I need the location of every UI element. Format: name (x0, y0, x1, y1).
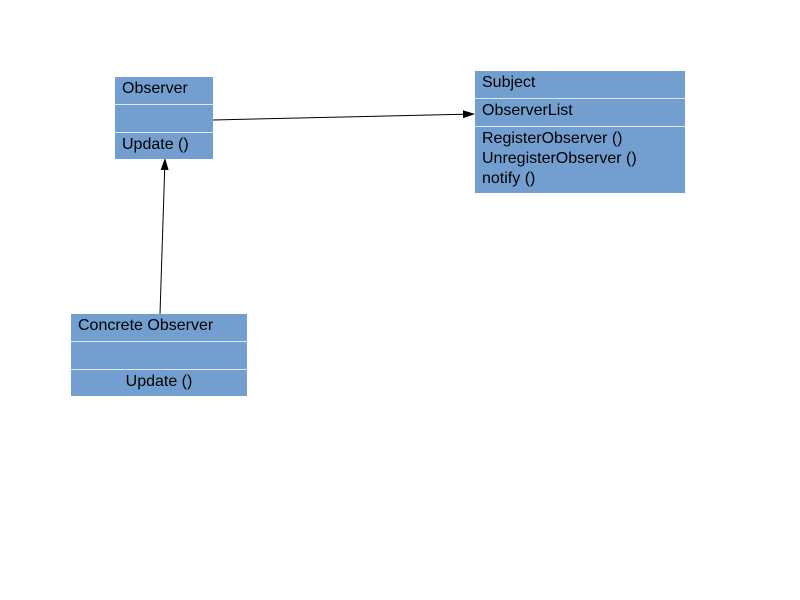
concrete-observer-operation-update: Update () (125, 373, 193, 390)
subject-operation-unregister: UnregisterObserver () (482, 150, 637, 167)
subject-class-name: Subject (482, 74, 536, 91)
subject-class-operations: RegisterObserver () UnregisterObserver (… (475, 126, 685, 193)
concrete-observer-class-name: Concrete Observer (78, 317, 214, 334)
observer-class-box[interactable]: Observer Update () (115, 77, 213, 159)
observer-class-operations: Update () (115, 132, 213, 159)
concrete-observer-class-box[interactable]: Concrete Observer Update () (71, 314, 247, 396)
subject-class-attributes: ObserverList (475, 98, 685, 126)
association-observer-to-subject (212, 110, 475, 121)
generalization-concrete-to-observer (159, 158, 169, 315)
observer-operation-update: Update () (122, 136, 189, 153)
concrete-observer-class-operations: Update () (71, 369, 247, 396)
subject-operation-register: RegisterObserver () (482, 130, 623, 147)
subject-class-box[interactable]: Subject ObserverList RegisterObserver ()… (475, 71, 685, 193)
observer-class-attributes (115, 104, 213, 132)
subject-operation-notify: notify () (482, 170, 536, 187)
concrete-observer-class-attributes (71, 341, 247, 369)
observer-class-name: Observer (122, 80, 188, 97)
